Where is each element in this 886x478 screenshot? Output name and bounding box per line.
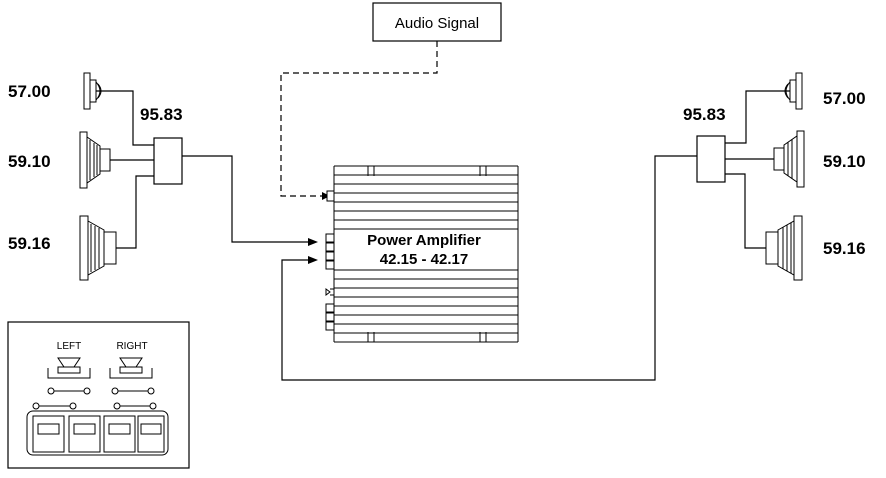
inset-speaker-icon — [109, 357, 153, 379]
right-crossover-ref: 95.83 — [683, 105, 726, 124]
inset-links — [32, 387, 157, 410]
right-wiring — [281, 90, 790, 381]
right-woofer-icon — [765, 215, 803, 281]
left-midrange-icon — [79, 131, 111, 189]
inset-left-label: LEFT — [57, 341, 81, 352]
left-amp-arrow — [308, 238, 318, 246]
left-wiring — [96, 90, 308, 249]
power-terminals — [325, 288, 335, 331]
audio-signal-arrow — [322, 192, 330, 200]
amplifier-title: Power Amplifier — [367, 232, 481, 249]
right-woofer-ref: 59.16 — [823, 239, 866, 258]
right-amp-arrow — [308, 256, 318, 264]
left-midrange-ref: 59.10 — [8, 152, 51, 171]
inset-terminal-block — [26, 410, 169, 456]
speaker-terminals — [325, 233, 335, 270]
right-tweeter-ref: 57.00 — [823, 89, 866, 108]
power-amplifier: Power Amplifier 42.15 - 42.17 — [325, 165, 519, 343]
left-tweeter-ref: 57.00 — [8, 82, 51, 101]
left-woofer-icon — [79, 215, 117, 281]
input-jack — [326, 190, 335, 202]
left-crossover-ref: 95.83 — [140, 105, 183, 124]
left-woofer-ref: 59.16 — [8, 234, 51, 253]
inset-right-label: RIGHT — [116, 341, 147, 352]
inset-speaker-icon — [47, 357, 91, 379]
audio-signal-line — [280, 41, 438, 197]
right-midrange-icon — [773, 130, 805, 188]
amplifier-ref: 42.15 - 42.17 — [380, 251, 468, 268]
inset-panel: LEFT RIGHT — [7, 321, 190, 469]
right-midrange-ref: 59.10 — [823, 152, 866, 171]
audio-signal-label: Audio Signal — [395, 15, 479, 32]
left-crossover — [153, 137, 183, 185]
audio-signal-box: Audio Signal — [372, 2, 502, 42]
right-crossover — [696, 135, 726, 183]
